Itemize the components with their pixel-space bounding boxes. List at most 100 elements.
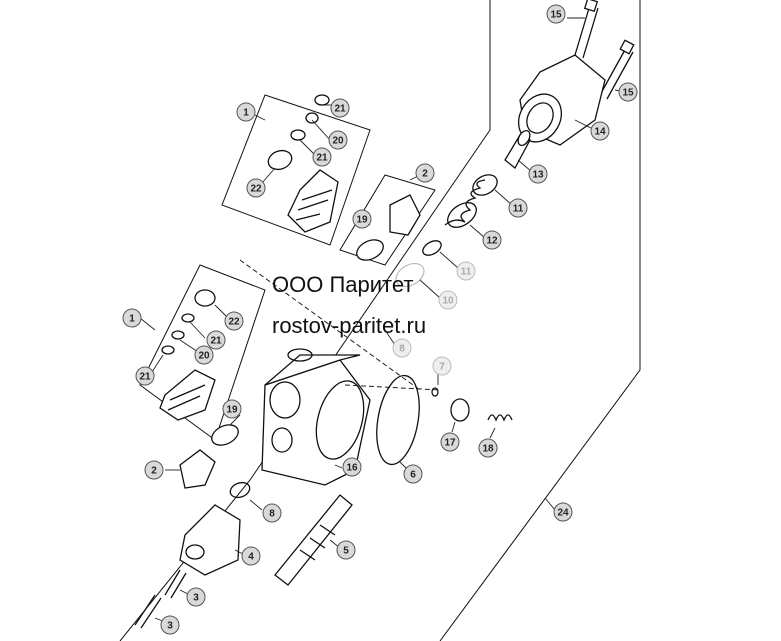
kit-lower-parts — [159, 289, 216, 421]
callout-label: 11 — [461, 267, 472, 278]
callout-label: 22 — [250, 184, 262, 195]
callout-13: 13 — [528, 164, 548, 184]
watermark-url: rostov-paritet.ru — [272, 313, 426, 338]
callout-3: 3 — [160, 615, 180, 635]
callout-label: 8 — [269, 509, 275, 520]
callout-bubble — [456, 261, 476, 281]
spool-13 — [504, 129, 531, 169]
callout-4: 4 — [241, 546, 261, 566]
callout-bubble — [403, 464, 423, 484]
callout-bubble — [330, 98, 350, 118]
callout-2: 2 — [415, 163, 435, 183]
callout-22: 22 — [224, 311, 244, 331]
callout-1: 1 — [122, 308, 142, 328]
callout-17: 17 — [440, 432, 460, 452]
callout-bubble — [262, 503, 282, 523]
callout-bubble — [222, 399, 242, 419]
callout-label: 19 — [356, 215, 368, 226]
callout-bubble — [415, 163, 435, 183]
ring-8 — [229, 481, 251, 499]
callout-bubble — [135, 366, 155, 386]
callout-bubble — [312, 147, 332, 167]
callout-16: 16 — [342, 457, 362, 477]
callout-bubble — [618, 82, 638, 102]
callout-label: 20 — [198, 351, 210, 362]
callout-bubble — [186, 587, 206, 607]
callout-bubble — [122, 308, 142, 328]
callout-3: 3 — [186, 587, 206, 607]
cover-14 — [517, 54, 606, 146]
callout-bubble — [553, 502, 573, 522]
callout-bubble — [528, 164, 548, 184]
callout-label: 13 — [532, 170, 544, 181]
spring-12 — [444, 179, 486, 228]
callout-bubble — [482, 230, 502, 250]
callout-18: 18 — [478, 438, 498, 458]
callout-bubble — [241, 546, 261, 566]
callout-19: 19 — [352, 209, 372, 229]
callout-label: 5 — [343, 546, 349, 557]
callout-bubble — [438, 290, 458, 310]
seal-ring-6 — [376, 374, 420, 466]
callout-label: 12 — [486, 236, 498, 247]
callout-label: 21 — [210, 336, 222, 347]
callout-24: 24 — [553, 502, 573, 522]
callout-label: 21 — [334, 104, 346, 115]
callout-label: 20 — [332, 136, 344, 147]
kit-upper-parts — [267, 94, 339, 233]
callout-15: 15 — [546, 4, 566, 24]
callout-bubble — [336, 540, 356, 560]
callout-12: 12 — [482, 230, 502, 250]
cover-4 — [179, 504, 241, 576]
watermark-company: ООО Паритет — [272, 272, 413, 297]
callout-bubble — [440, 432, 460, 452]
callout-label: 8 — [399, 344, 405, 355]
screw-3-b — [134, 594, 162, 629]
callout-bubble — [478, 438, 498, 458]
callout-label: 1 — [243, 108, 249, 119]
callout-19: 19 — [222, 399, 242, 419]
callout-11: 11 — [456, 261, 476, 281]
callout-label: 7 — [439, 362, 445, 373]
screw-3-a — [164, 569, 187, 599]
kit-frame-upper — [221, 94, 371, 246]
callout-7: 7 — [432, 356, 452, 376]
callout-bubble — [546, 4, 566, 24]
callout-label: 21 — [316, 153, 328, 164]
callout-label: 21 — [139, 372, 151, 383]
callout-8: 8 — [262, 503, 282, 523]
callout-label: 4 — [248, 552, 254, 563]
callout-10: 10 — [438, 290, 458, 310]
callout-label: 15 — [550, 10, 562, 21]
callout-bubble — [224, 311, 244, 331]
callout-21: 21 — [330, 98, 350, 118]
callout-2: 2 — [144, 460, 164, 480]
callout-15: 15 — [618, 82, 638, 102]
seal-19-lower — [211, 424, 239, 446]
callout-label: 3 — [193, 593, 199, 604]
callout-label: 19 — [226, 405, 238, 416]
callout-14: 14 — [590, 121, 610, 141]
callout-label: 15 — [622, 88, 634, 99]
callout-21: 21 — [312, 147, 332, 167]
callout-bubble — [246, 178, 266, 198]
plug-17 — [450, 398, 470, 422]
kit-2-upper-parts — [356, 194, 421, 261]
callout-label: 18 — [482, 444, 494, 455]
bolt-15-b — [599, 39, 635, 100]
valve-body-16 — [261, 348, 371, 486]
callout-label: 17 — [444, 438, 456, 449]
callout-label: 3 — [167, 621, 173, 632]
callout-11: 11 — [508, 198, 528, 218]
callout-bubble — [352, 209, 372, 229]
callout-label: 1 — [129, 314, 135, 325]
callout-bubble — [160, 615, 180, 635]
axis-line — [239, 259, 421, 391]
bolt-15-a — [574, 0, 599, 59]
callout-bubble — [328, 130, 348, 150]
callout-bubble — [236, 102, 256, 122]
spring-18 — [487, 414, 513, 422]
callout-label: 24 — [557, 508, 569, 519]
